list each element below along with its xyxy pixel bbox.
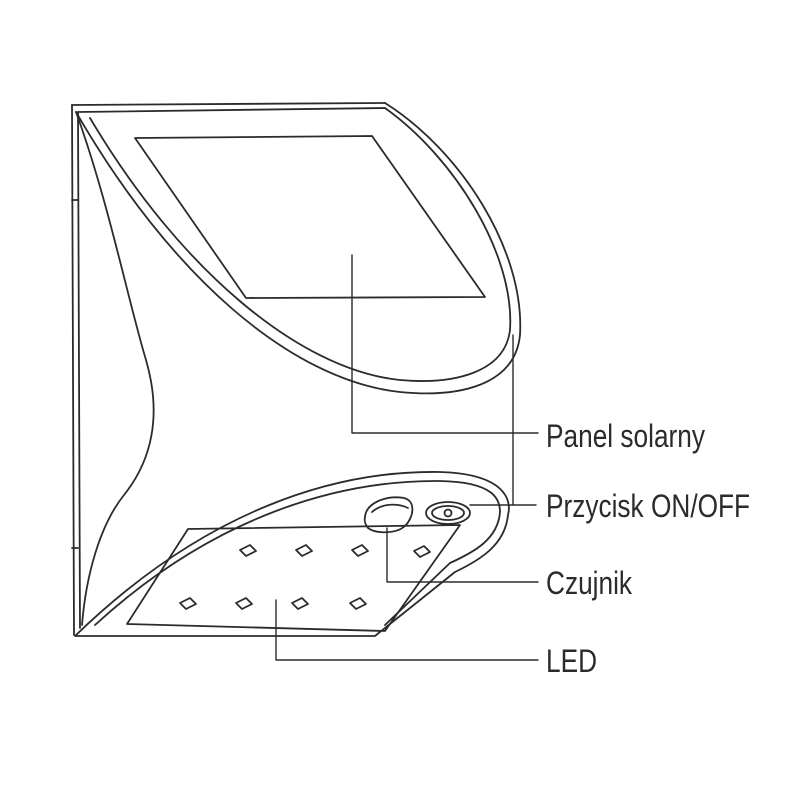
power-button-label: Przycisk ON/OFF <box>546 488 751 524</box>
solar-panel-label: Panel solarny <box>546 418 705 454</box>
leader-solar-panel <box>351 254 539 434</box>
led-panel <box>126 524 461 632</box>
leader-led <box>275 599 539 661</box>
leader-lines <box>275 254 539 661</box>
top-dome <box>75 102 522 395</box>
led-label: LED <box>546 643 598 679</box>
bottom-housing <box>74 471 510 637</box>
lamp-body <box>71 102 386 636</box>
power-button <box>425 501 471 525</box>
pir-sensor <box>363 496 414 534</box>
solar-panel <box>134 135 486 299</box>
leader-sensor <box>386 527 539 583</box>
sensor-label: Czujnik <box>546 565 633 601</box>
led-chips <box>179 544 431 610</box>
